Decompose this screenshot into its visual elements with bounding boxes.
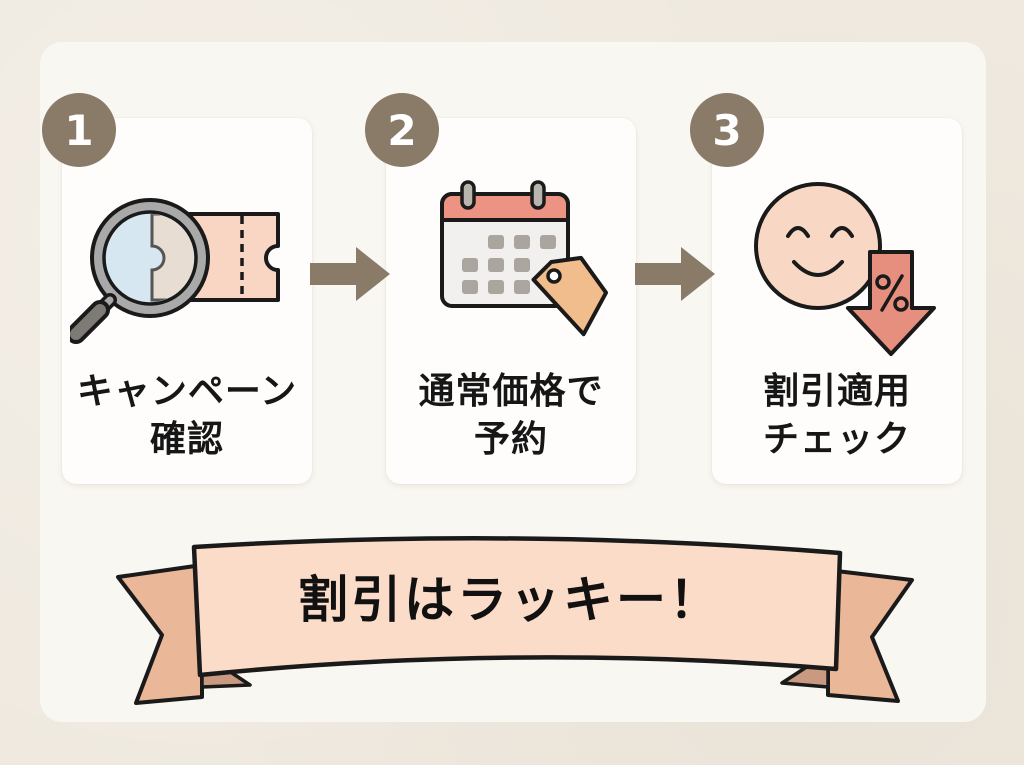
calendar-price-tag-icon: [440, 180, 609, 337]
arrow-right-icon: [635, 247, 715, 301]
smiley-discount-arrow-icon: [754, 182, 936, 356]
arrow-right-icon: [310, 247, 390, 301]
step-number-badge-3: 3: [690, 93, 764, 167]
ribbon-banner: [116, 536, 914, 705]
step-number-badge-2: 2: [365, 93, 439, 167]
step-label-3: 割引適用 チェック: [712, 368, 962, 464]
step-label-1-line2: 確認: [149, 419, 224, 460]
step-label-2-line2: 予約: [473, 419, 548, 460]
step-label-3-line1: 割引適用: [762, 371, 911, 412]
step-card-1: キャンペーン 確認: [62, 118, 312, 484]
step-card-2: 通常価格で 予約: [386, 118, 636, 484]
banner-text: 割引はラッキー！: [298, 571, 722, 629]
step-label-1: キャンペーン 確認: [62, 368, 312, 464]
step-label-1-line1: キャンペーン: [76, 371, 298, 412]
magnifier-ticket-icon: [70, 198, 280, 344]
step-label-3-line2: チェック: [762, 419, 911, 460]
step-label-2-line1: 通常価格で: [418, 371, 604, 412]
step-number-badge-1: 1: [42, 93, 116, 167]
step-label-2: 通常価格で 予約: [386, 368, 636, 464]
step-card-3: 割引適用 チェック: [712, 118, 962, 484]
